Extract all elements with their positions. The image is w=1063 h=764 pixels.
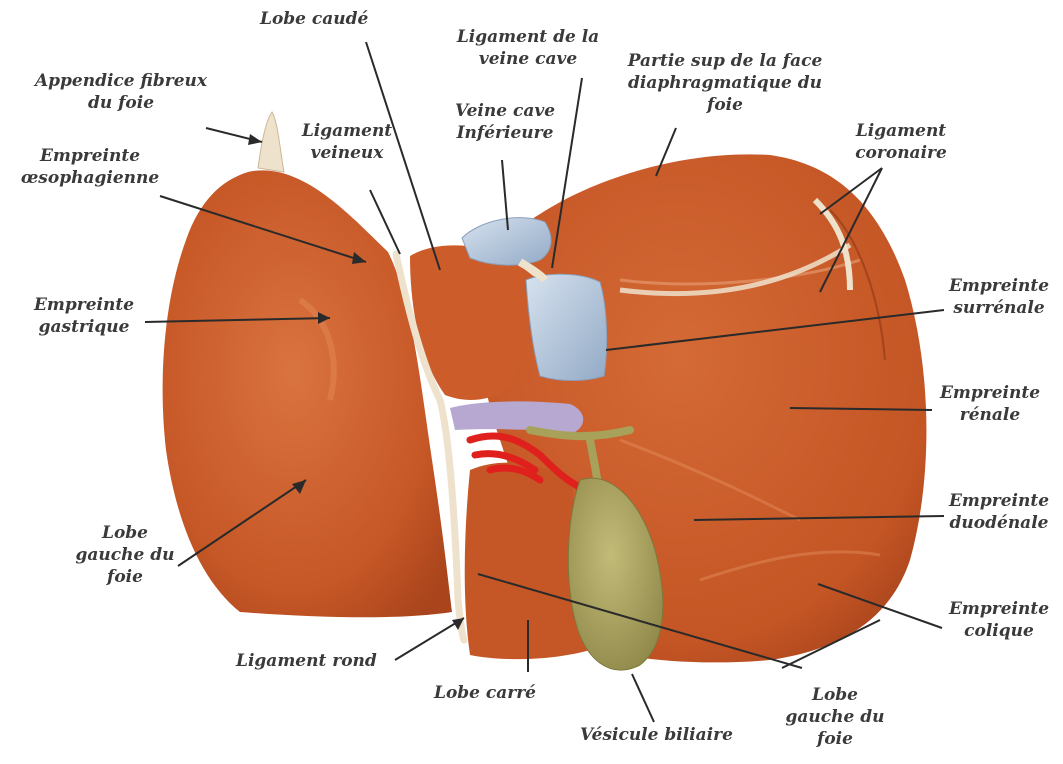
label-ligament-veine-cave: Ligament de la veine cave — [448, 26, 608, 70]
label-empreinte-duodenale: Empreinte duodénale — [940, 490, 1058, 534]
label-partie-sup: Partie sup de la face diaphragmatique du… — [610, 50, 840, 116]
label-empreinte-gastrique: Empreinte gastrique — [14, 294, 154, 338]
label-lobe-caude: Lobe caudé — [260, 8, 368, 30]
label-ligament-veineux: Ligament veineux — [292, 120, 402, 164]
label-vesicule-biliaire: Vésicule biliaire — [580, 724, 733, 746]
label-lobe-carre: Lobe carré — [420, 682, 550, 704]
label-empreinte-surrenale: Empreinte surrénale — [940, 275, 1058, 319]
vena-cava-lower-shape — [526, 274, 607, 380]
label-empreinte-oesophagienne: Empreinte œsophagienne — [10, 145, 170, 189]
label-lobe-gauche-right: Lobe gauche du foie — [770, 684, 900, 750]
label-empreinte-renale: Empreinte rénale — [930, 382, 1050, 426]
left-lobe-shape — [163, 170, 452, 617]
label-empreinte-colique: Empreinte colique — [940, 598, 1058, 642]
label-veine-cave-inferieure: Veine cave Inférieure — [440, 100, 570, 144]
vena-cava-upper-shape — [462, 218, 551, 265]
portal-vein-shape — [450, 401, 583, 432]
label-ligament-rond: Ligament rond — [236, 650, 377, 672]
label-lobe-gauche-left: Lobe gauche du foie — [60, 522, 190, 588]
label-appendice-fibreux: Appendice fibreux du foie — [16, 70, 226, 114]
label-ligament-coronaire: Ligament coronaire — [836, 120, 966, 164]
